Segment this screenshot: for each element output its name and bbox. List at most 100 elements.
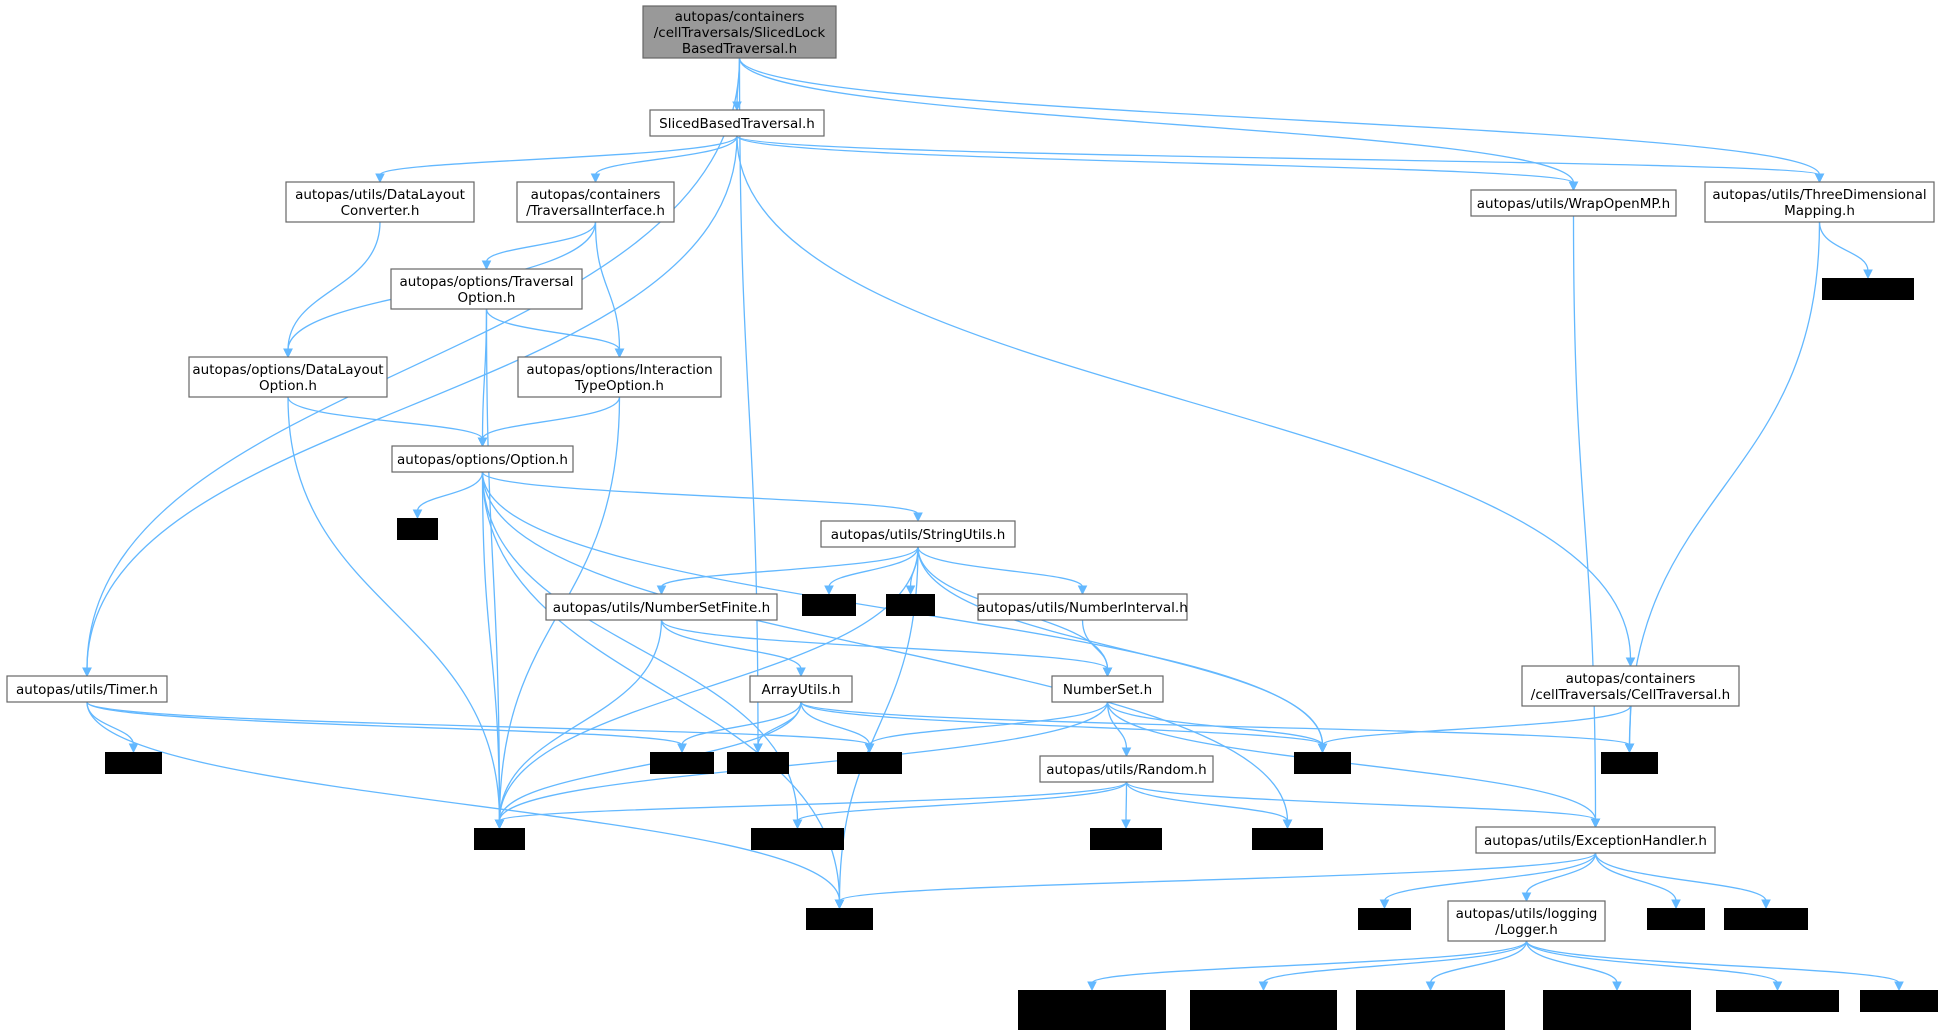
node-label-array: array — [1612, 756, 1647, 772]
node-box-map — [397, 518, 438, 540]
node-box-sliced — [649, 109, 825, 137]
node-label-logger: autopas/utils/logging — [1456, 906, 1598, 922]
node-numset[interactable]: NumberSet.h — [1051, 675, 1164, 703]
node-box-typetraits — [1822, 278, 1914, 300]
node-box-iterator — [1252, 828, 1323, 850]
node-strutils[interactable]: autopas/utils/StringUtils.h — [820, 520, 1016, 548]
node-timer[interactable]: autopas/utils/Timer.h — [6, 675, 168, 703]
node-iterator: iterator — [1252, 828, 1323, 850]
node-cstdlib: cstdlib — [1647, 908, 1705, 930]
node-label-iostream: iostream — [1869, 994, 1928, 1010]
node-exchandler[interactable]: autopas/utils/ExceptionHandler.h — [1475, 826, 1716, 854]
node-label-basicfile: _file_sink.h — [1225, 1011, 1300, 1027]
arrowhead-sliced-to-celltrav — [1625, 657, 1636, 668]
node-box-iomanip — [650, 752, 714, 774]
node-box-arrutils — [749, 675, 853, 703]
node-travif[interactable]: autopas/containers/TraversalInterface.h — [516, 181, 675, 223]
node-box-logger — [1447, 900, 1606, 942]
arrowhead-nsfinite-to-arrutils — [796, 667, 806, 678]
node-set: set — [474, 828, 525, 850]
node-label-spdlog: spdlog/spdlog.h — [1724, 994, 1831, 1010]
node-random_h[interactable]: autopas/utils/Random.h — [1039, 755, 1214, 783]
node-root[interactable]: autopas/containers/cellTraversals/Sliced… — [642, 5, 837, 59]
node-chrono: chrono — [105, 752, 162, 774]
arrowhead-sliced-to-travif — [590, 173, 601, 184]
node-label-itopt: TypeOption.h — [574, 378, 664, 394]
node-label-timer: autopas/utils/Timer.h — [16, 682, 158, 698]
edge-travif-to-itopt — [594, 221, 621, 351]
node-label-nsfinite: autopas/utils/NumberSetFinite.h — [553, 600, 770, 616]
edge-option-to-iterator — [481, 471, 1289, 822]
arrowhead-ninterval-to-numset — [1102, 667, 1113, 678]
edge-sliced-to-celltrav — [736, 135, 1632, 660]
dependency-edges — [82, 57, 1904, 992]
node-box-numeric — [727, 752, 789, 774]
node-functional: functional — [1724, 908, 1808, 930]
node-arrutils[interactable]: ArrayUtils.h — [749, 675, 853, 703]
node-label-threedim: autopas/utils/ThreeDimensional — [1712, 187, 1926, 203]
node-iomanip: iomanip — [650, 752, 714, 774]
node-box-exchandler — [1475, 826, 1716, 854]
node-nsfinite[interactable]: autopas/utils/NumberSetFinite.h — [545, 593, 778, 621]
node-box-strutils — [820, 520, 1016, 548]
node-celltrav[interactable]: autopas/containers/cellTraversals/CellTr… — [1521, 665, 1740, 707]
node-typetraits: type_traits — [1822, 278, 1914, 300]
node-option[interactable]: autopas/options/Option.h — [391, 445, 574, 473]
edge-logger-to-spdlog — [1525, 940, 1779, 984]
arrowhead-travopt-to-itopt — [614, 348, 625, 359]
node-label-dlconv: autopas/utils/DataLayout — [295, 187, 465, 203]
arrowhead-travif-to-travopt — [481, 260, 492, 271]
edge-itopt-to-option — [481, 396, 621, 440]
node-label-random: random — [1100, 832, 1152, 848]
edge-sliced-to-threedim — [736, 135, 1821, 176]
edge-nsfinite-to-set — [498, 619, 663, 822]
edge-timer-to-string — [86, 701, 841, 902]
edge-strutils-to-vector — [917, 546, 1324, 746]
edge-ninterval-to-numset — [1081, 619, 1109, 670]
arrowhead-logger-to-spdlog — [1772, 981, 1783, 992]
node-label-mutex: mutex — [1363, 912, 1406, 928]
edge-celltrav-to-vector — [1321, 705, 1632, 746]
arrowhead-timer-to-chrono — [128, 743, 139, 754]
node-label-functional: functional — [1732, 912, 1799, 928]
node-ninterval[interactable]: autopas/utils/NumberInterval.h — [977, 593, 1188, 621]
node-sliced[interactable]: SlicedBasedTraversal.h — [649, 109, 825, 137]
node-stdoutsinks: spdlog/sinks/stdout_color_sinks.h — [1543, 990, 1691, 1030]
node-box-iostream — [1860, 990, 1938, 1012]
node-label-exchandler: autopas/utils/ExceptionHandler.h — [1484, 833, 1707, 849]
node-box-timer — [6, 675, 168, 703]
node-label-root: autopas/containers — [675, 9, 805, 25]
arrowhead-arrutils-to-iomanip — [677, 743, 687, 754]
node-logger[interactable]: autopas/utils/logging/Logger.h — [1447, 900, 1606, 942]
node-label-travopt: autopas/options/Traversal — [399, 274, 573, 290]
edge-timer-to-iomanip — [86, 701, 683, 746]
arrowhead-random_h-to-exchandler — [1590, 818, 1601, 829]
node-spdlog: spdlog/spdlog.h — [1716, 990, 1839, 1012]
edge-logger-to-basicfile — [1262, 940, 1528, 984]
arrowhead-logger-to-stdoutsinks — [1612, 981, 1622, 992]
node-box-dlconv — [285, 181, 475, 223]
node-label-strutils: autopas/utils/StringUtils.h — [831, 527, 1006, 543]
node-label-iterator: iterator — [1262, 832, 1313, 848]
edge-arrutils-to-iomanip — [681, 701, 802, 746]
edge-strutils-to-set — [498, 546, 919, 822]
node-box-fmtranges — [1018, 990, 1166, 1030]
node-label-dlopt: autopas/options/DataLayout — [192, 362, 383, 378]
node-mutex: mutex — [1358, 908, 1411, 930]
edge-random_h-to-set — [498, 781, 1128, 822]
node-wrapomp[interactable]: autopas/utils/WrapOpenMP.h — [1470, 189, 1677, 217]
edge-travopt-to-itopt — [485, 308, 621, 351]
edge-threedim-to-typetraits — [1818, 221, 1869, 272]
node-label-logger: /Logger.h — [1495, 922, 1558, 938]
edge-exchandler-to-string — [838, 852, 1597, 902]
node-box-vector — [1294, 752, 1351, 774]
node-label-root: /cellTraversals/SlicedLock — [654, 25, 826, 41]
arrowhead-strutils-to-cmath — [824, 585, 834, 596]
arrowhead-sliced-to-wrapomp — [1568, 181, 1579, 192]
